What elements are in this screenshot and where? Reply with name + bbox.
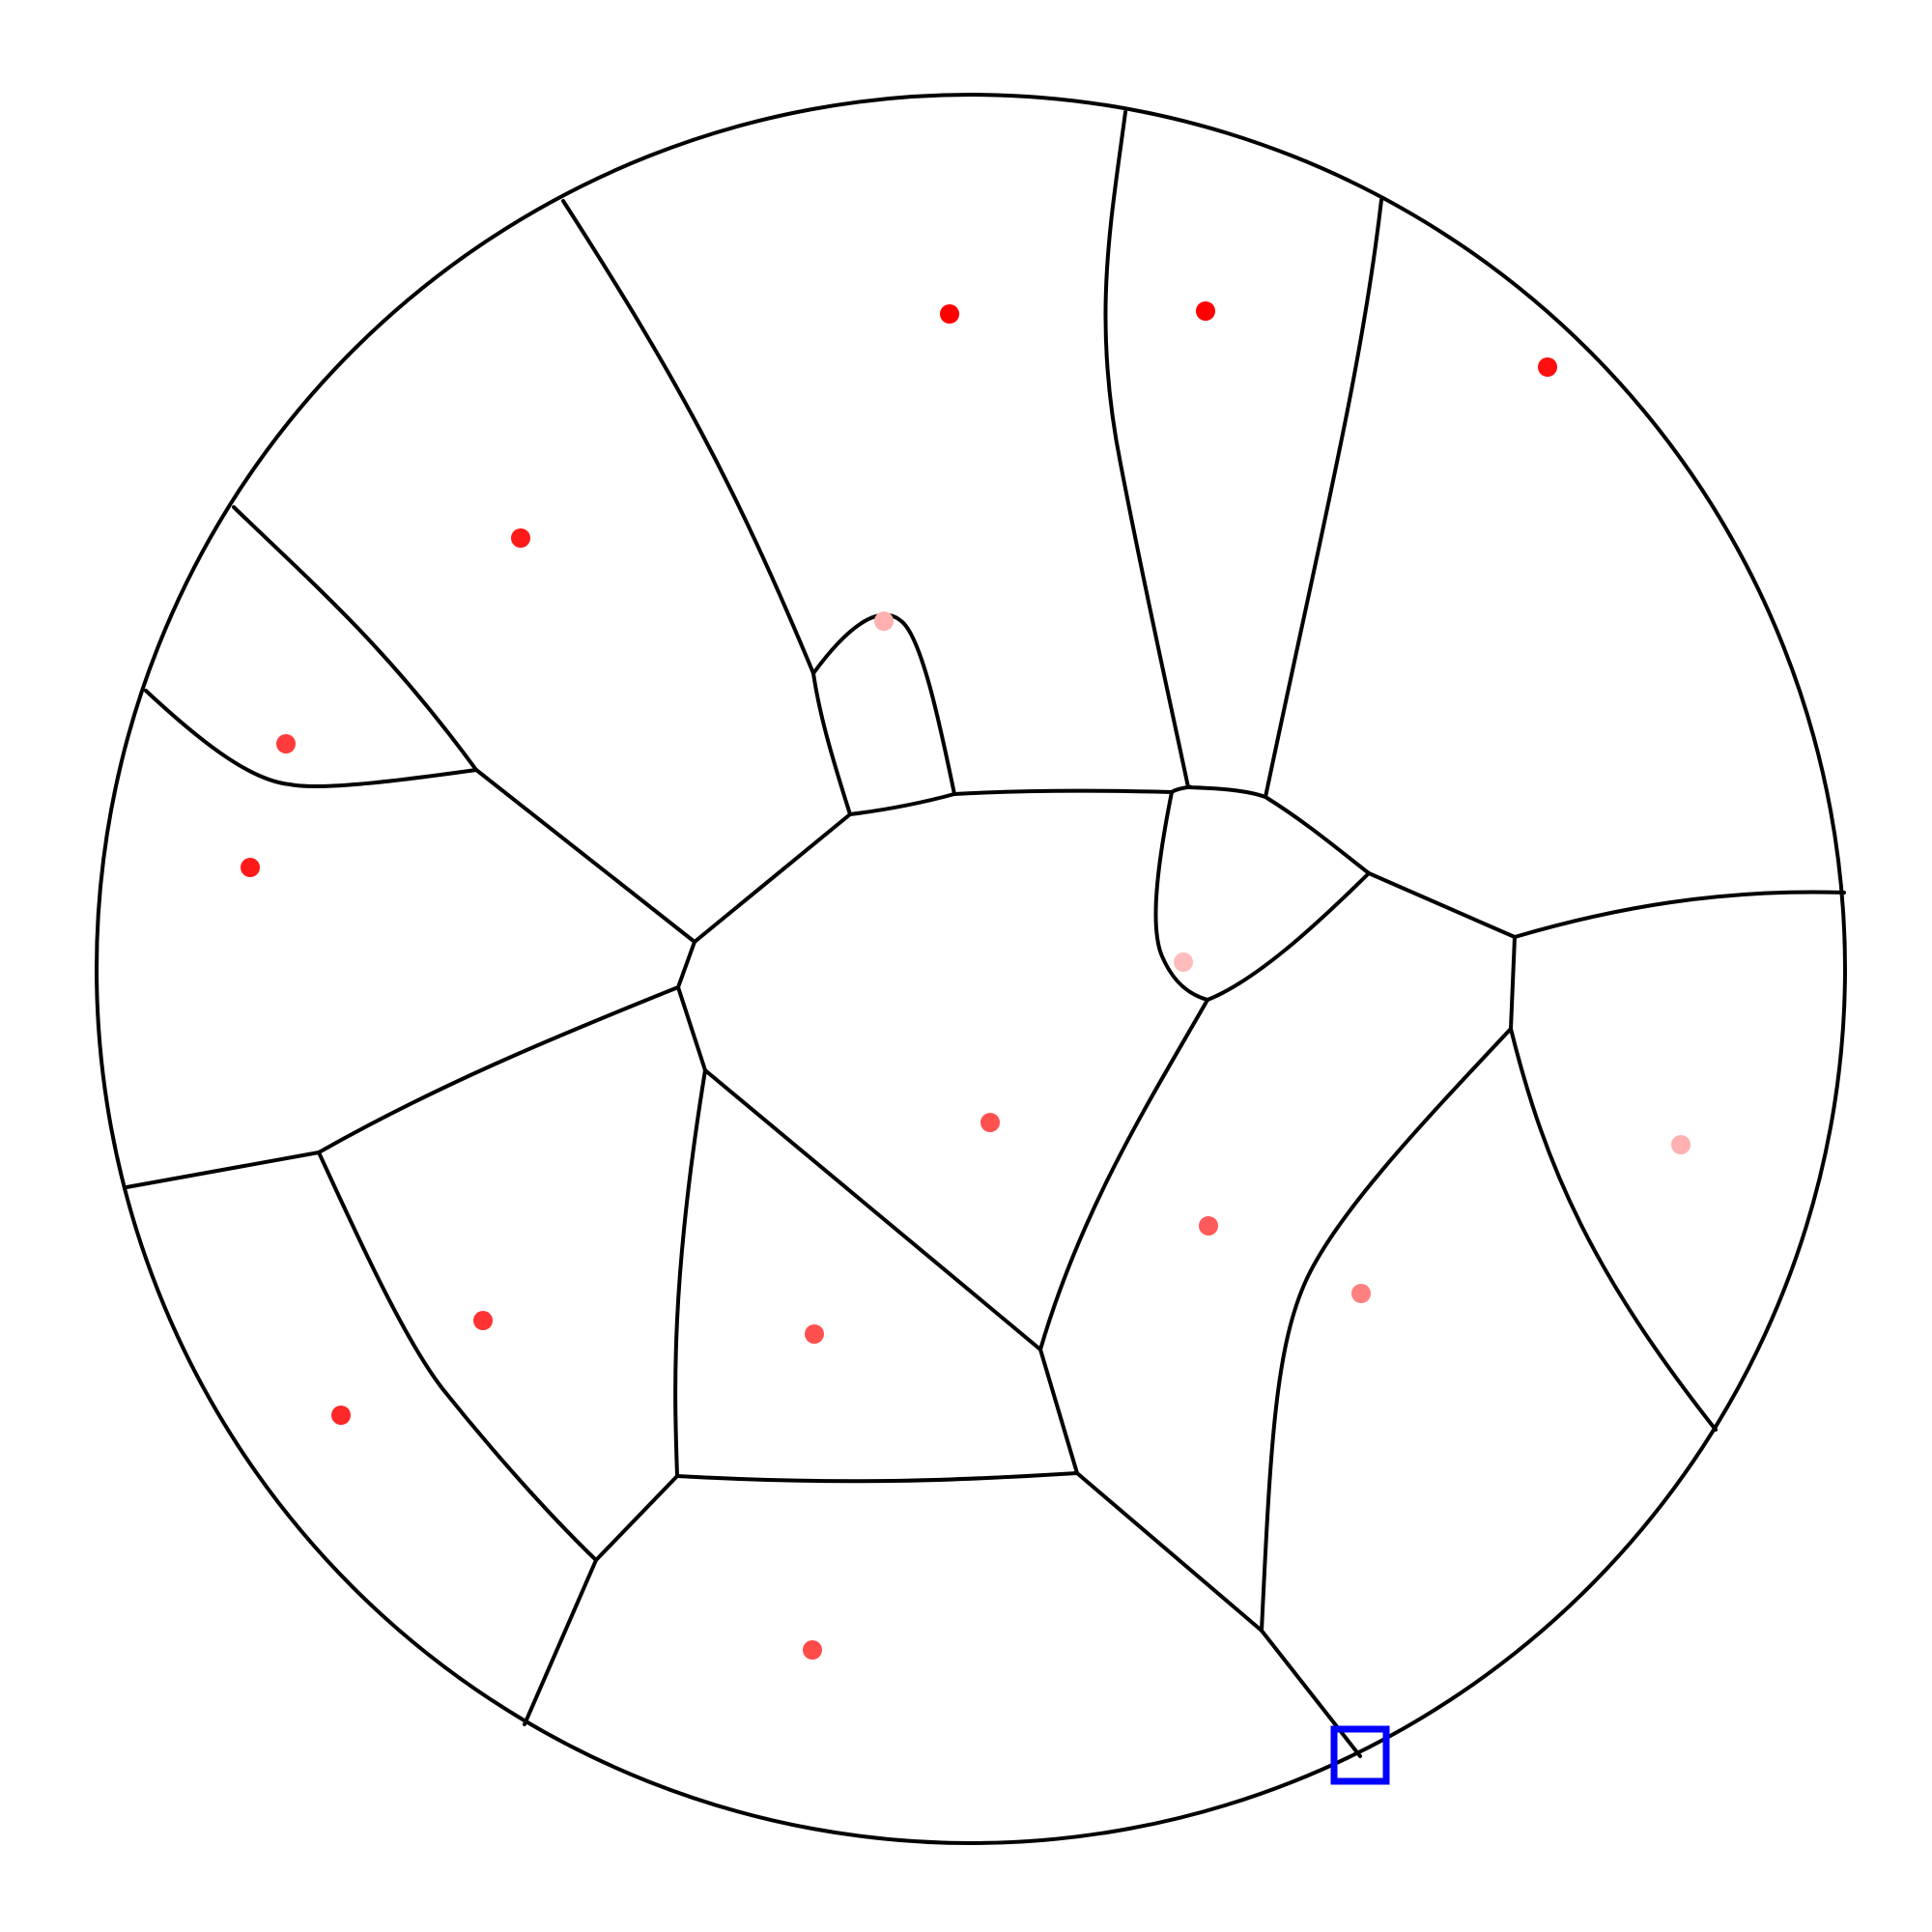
cell-edge	[1367, 871, 1517, 939]
site-point	[1351, 1284, 1371, 1303]
cell-edge	[1038, 998, 1209, 1351]
cell-edge	[675, 1471, 1079, 1484]
cell-edge	[523, 1558, 598, 1726]
site-point	[1174, 952, 1193, 972]
cell-edge	[952, 788, 1174, 796]
site-point	[874, 611, 894, 631]
site-point	[1199, 1216, 1218, 1236]
cell-edge	[1509, 935, 1517, 1031]
cell-edge	[474, 768, 696, 944]
cell-edge	[1264, 198, 1383, 799]
site-point	[1196, 301, 1215, 321]
site-point	[331, 1406, 351, 1425]
site-point	[940, 304, 959, 324]
cell-edge	[703, 1068, 1042, 1351]
cell-edge	[561, 199, 815, 675]
highlight-marker	[1330, 1725, 1390, 1785]
cell-edge	[144, 689, 478, 789]
cell-edge	[676, 940, 696, 989]
cell-edge	[232, 505, 478, 772]
cell-edge	[125, 1151, 321, 1189]
cell-edge	[1260, 1629, 1362, 1758]
cell-edge	[1170, 784, 1267, 799]
site-point	[803, 1640, 822, 1660]
site-point	[276, 734, 296, 753]
site-point	[511, 528, 530, 548]
cell-edge	[1075, 1471, 1264, 1633]
site-point	[473, 1311, 493, 1330]
site-point	[1671, 1135, 1690, 1154]
site-points	[241, 301, 1690, 1660]
site-point	[805, 1324, 824, 1344]
cell-edge	[317, 985, 680, 1154]
cell-edge	[673, 1068, 707, 1478]
cell-edge	[811, 671, 852, 816]
cell-edge	[811, 612, 956, 796]
cell-edge	[1153, 790, 1209, 1002]
cell-edge	[1260, 1027, 1513, 1633]
cell-edge	[693, 812, 852, 944]
cell-edge	[1513, 890, 1846, 939]
cell-edge	[1206, 871, 1371, 1002]
cell-edge	[317, 1151, 598, 1562]
cell-edge	[1509, 1027, 1718, 1432]
cell-edge	[1038, 1348, 1079, 1475]
cell-edges	[125, 110, 1846, 1758]
disk-boundary	[95, 93, 1847, 1845]
cell-edge	[676, 985, 707, 1072]
cell-edge	[848, 792, 956, 816]
cell-edge	[1103, 110, 1190, 789]
site-point	[980, 1113, 1000, 1132]
site-point	[241, 858, 260, 877]
cell-edge	[594, 1474, 679, 1562]
site-point	[1538, 357, 1557, 377]
cell-edge	[1264, 795, 1371, 875]
